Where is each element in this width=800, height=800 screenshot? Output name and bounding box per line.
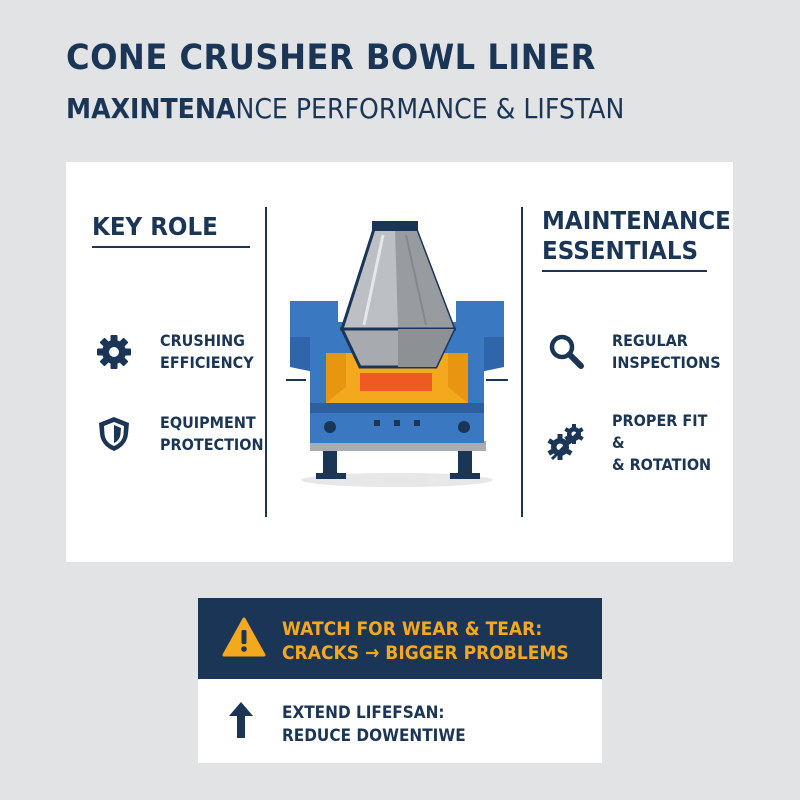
gear-icon (97, 335, 131, 369)
gears-icon (547, 424, 584, 461)
info-panel: KEY ROLE CRUSHING EFFICIENCY EQUI (66, 162, 733, 562)
maintenance-heading: MAINTENANCE ESSENTIALS (542, 206, 731, 266)
subtitle-rest: NCE PERFORMANCE & LIFSTAN (235, 92, 625, 125)
key-role-item-crushing: CRUSHING EFFICIENCY (94, 330, 264, 374)
page-title: CONE CRUSHER BOWL LINER (66, 38, 596, 78)
right-column-divider (521, 207, 523, 517)
maintenance-rule (542, 270, 707, 272)
subtitle-bold: MAXINTENA (66, 92, 236, 125)
key-role-label-protection: EQUIPMENT PROTECTION (160, 413, 264, 454)
page-subtitle: MAXINTENANCE PERFORMANCE & LIFSTAN (66, 92, 624, 125)
key-role-rule (92, 246, 250, 248)
left-column-divider (265, 207, 267, 517)
cone-crusher-icon (286, 221, 508, 487)
shield-icon (99, 417, 129, 451)
key-role-heading: KEY ROLE (92, 212, 218, 241)
warning-text: WATCH FOR WEAR & TEAR: CRACKS → BIGGER P… (282, 618, 569, 664)
warning-banner: WATCH FOR WEAR & TEAR: CRACKS → BIGGER P… (198, 598, 602, 679)
maintenance-heading-text: MAINTENANCE ESSENTIALS (542, 206, 731, 265)
maintenance-label-inspections: REGULAR INSPECTIONS (612, 331, 721, 372)
maintenance-label-fit-rotation: PROPER FIT & & ROTATION (612, 411, 712, 474)
wear-lifespan-card: WATCH FOR WEAR & TEAR: CRACKS → BIGGER P… (198, 598, 602, 763)
arrow-up-icon (229, 702, 253, 738)
magnifier-icon (549, 334, 584, 369)
maintenance-item-fit-rotation: PROPER FIT & & ROTATION (546, 410, 733, 476)
maintenance-item-inspections: REGULAR INSPECTIONS (546, 330, 733, 374)
extend-lifespan-text: EXTEND LIFEFSAN: REDUCE DOWENTIWE (282, 703, 466, 746)
key-role-label-crushing: CRUSHING EFFICIENCY (160, 331, 254, 372)
key-role-item-protection: EQUIPMENT PROTECTION (94, 412, 275, 456)
warning-icon (222, 617, 266, 657)
